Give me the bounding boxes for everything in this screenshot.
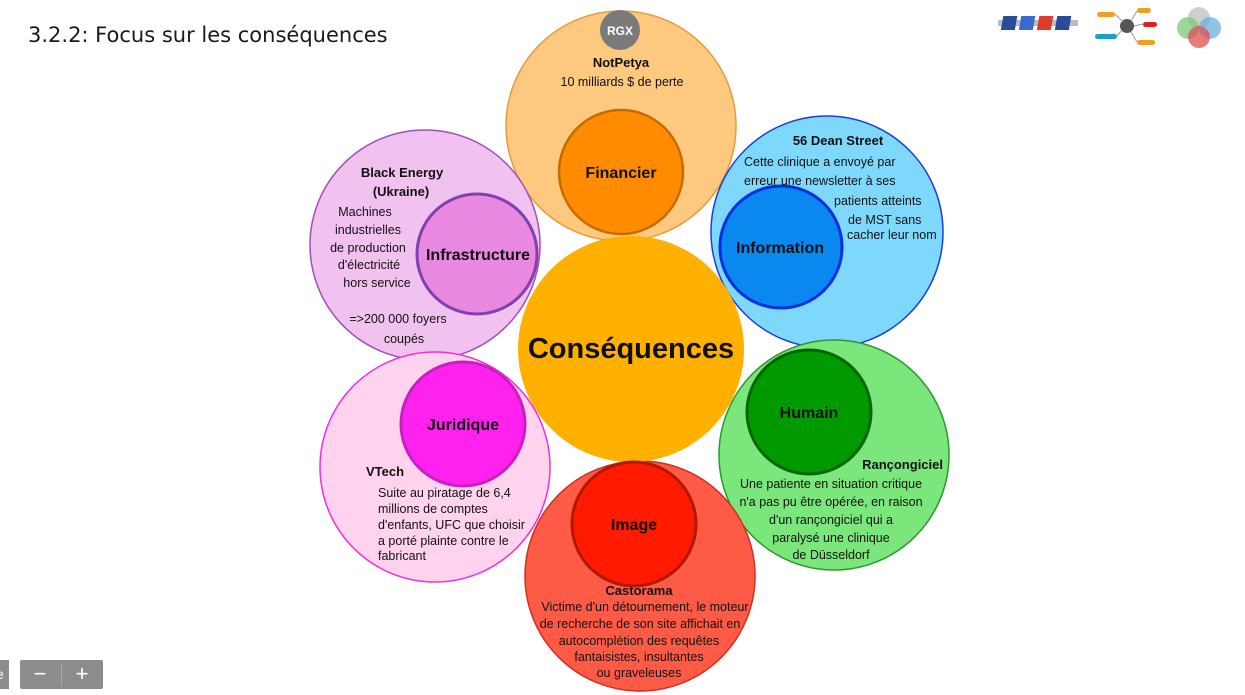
logo-network-icon [1095,8,1157,45]
example-text-image: ou graveleuses [597,666,682,680]
juridique-inner-circle [399,360,527,488]
slide-title: 3.2.2: Focus sur les conséquences [28,23,388,47]
example-text-image: fantaisistes, insultantes [574,650,703,664]
example-text-infrastructure: de production [330,241,406,255]
example-title-juridique: VTech [366,464,404,479]
zoom-separator [61,663,62,686]
example-text-infrastructure: Machines [338,205,392,219]
rgx-badge [600,10,640,50]
example-text-humain: paralysé une clinique [772,531,889,545]
center-label: Conséquences [528,333,734,365]
example-text-humain: Une patiente en situation critique [740,477,922,491]
example-text-financier: 10 milliards $ de perte [561,75,684,89]
center-circle [518,236,744,462]
zoom-in-button[interactable]: + [75,661,89,686]
logo-blocks-icon [998,16,1078,30]
example-text-image: Victime d'un détournement, le moteur [541,600,748,614]
example-text-information: patients atteints [834,194,922,208]
example-text-juridique: a porté plainte contre le [378,534,509,548]
example-title-information: 56 Dean Street [793,133,884,148]
example-text-juridique: Suite au piratage de 6,4 [378,486,511,500]
example-text-juridique: millions de comptes [378,502,488,516]
example-text-humain: d'un rançongiciel qui a [769,513,893,527]
category-label-humain: Humain [780,405,839,422]
humain-inner-circle [745,348,873,476]
zoom-controls: − + [20,660,103,689]
example-text-information: erreur une newsletter à ses [744,174,895,188]
infrastructure-inner-circle [415,192,539,316]
category-label-infrastructure: Infrastructure [426,247,530,264]
logo-venn-icon [1177,7,1221,48]
category-label-information: Information [736,240,824,257]
example-text-infrastructure: coupés [384,332,424,346]
example-text-infrastructure: d'électricité [338,258,400,272]
category-label-image: Image [611,517,657,534]
example-text-infrastructure: =>200 000 foyers [349,312,446,326]
category-label-financier: Financier [585,165,656,182]
example-title-financier: NotPetya [593,55,650,70]
example-text-humain: n'a pas pu être opérée, en raison [739,495,922,509]
example-text-humain: de Düsseldorf [792,548,870,562]
left-edge-button[interactable]: e [0,660,9,689]
example-text-infrastructure: hors service [343,276,410,290]
rgx-badge-label: RGX [607,24,633,38]
example-text-juridique: fabricant [378,549,426,563]
information-inner-circle [718,184,844,310]
example-text-information: de MST sans [848,213,921,227]
example-text-image: de recherche de son site affichait en [540,617,741,631]
example-title-humain: Rançongiciel [862,457,943,472]
example-title-image: Castorama [605,583,673,598]
example-subtitle-infrastructure: (Ukraine) [373,184,429,199]
example-text-image: autocomplétion des requêtes [559,634,720,648]
zoom-out-button[interactable]: − [33,661,47,686]
example-text-information: cacher leur nom [847,228,937,242]
example-text-juridique: d'enfants, UFC que choisir [378,518,525,532]
example-text-information: Cette clinique a envoyé par [744,155,895,169]
example-title-infrastructure: Black Energy [361,165,444,180]
financier-inner-circle [557,108,685,236]
example-text-infrastructure: industrielles [335,223,401,237]
category-label-juridique: Juridique [427,417,499,434]
image-inner-circle [570,460,698,588]
